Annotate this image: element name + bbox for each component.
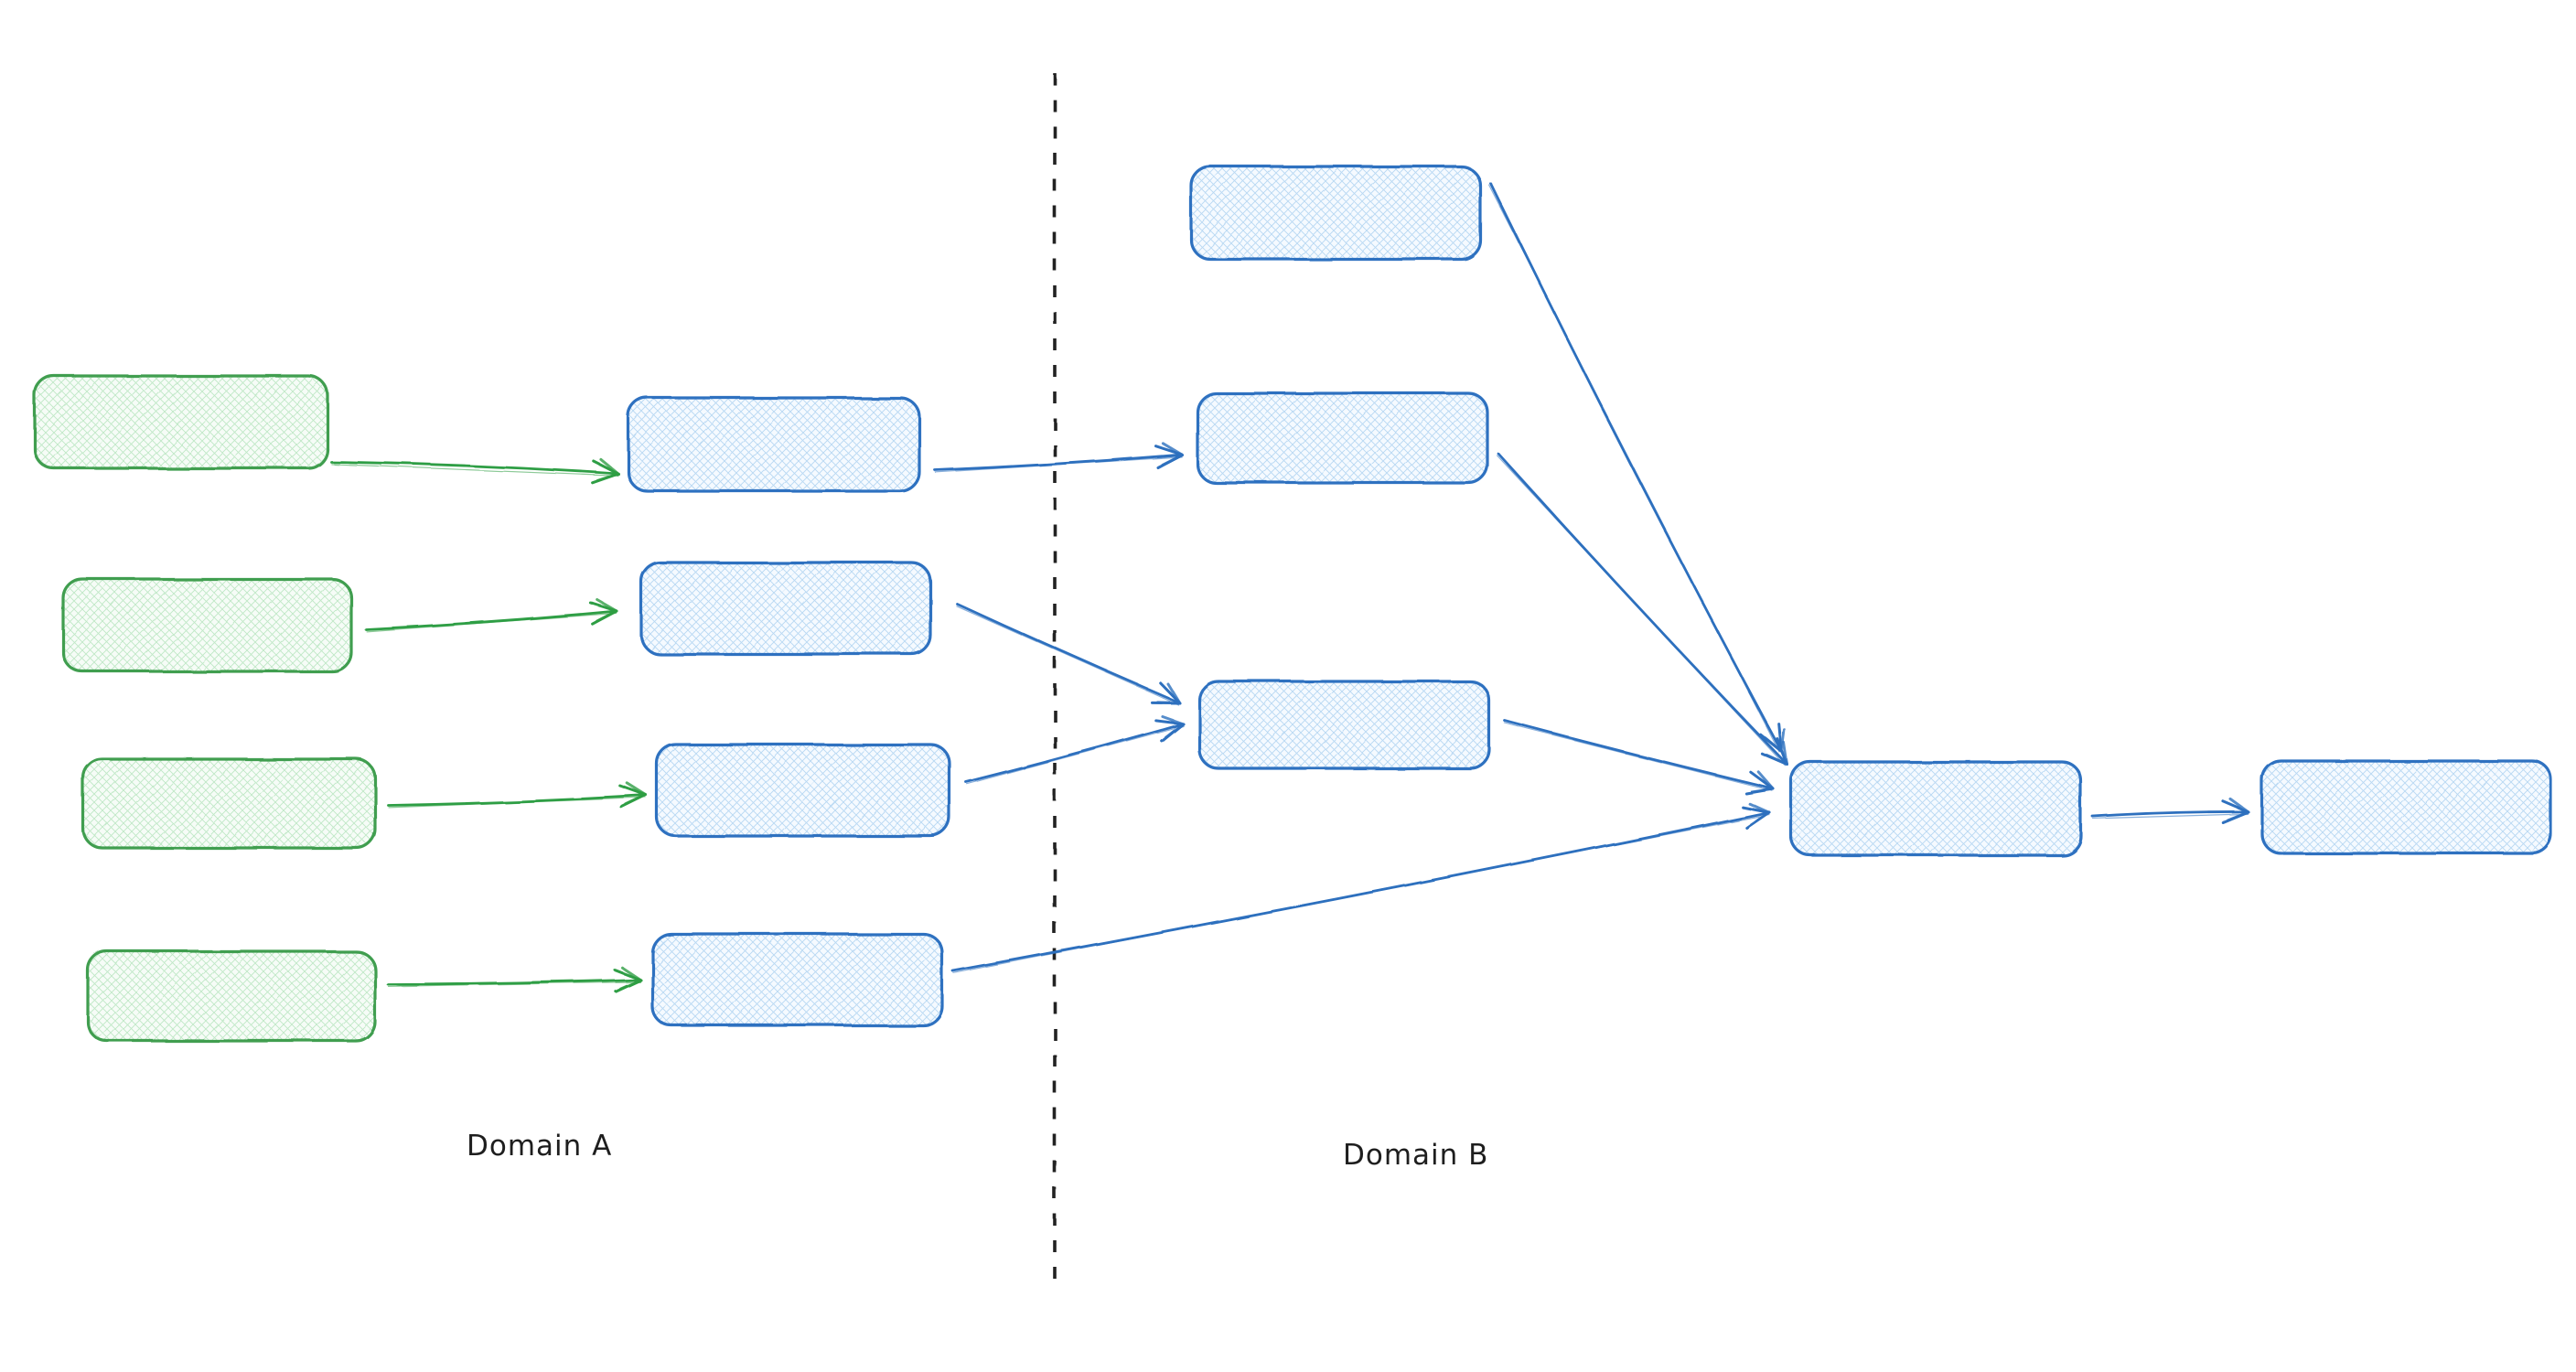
- edge-source2-to-a2-sketch-line: [366, 612, 617, 632]
- edge-a4-to-aggregator-sketch-line: [953, 813, 1770, 974]
- edge-b2-to-aggregator-line: [1497, 452, 1789, 766]
- edge-b3-to-aggregator-line: [1503, 719, 1775, 790]
- domain-a-node-2-box[interactable]: [639, 561, 932, 656]
- edge-a1-to-b2[interactable]: [933, 442, 1184, 473]
- edge-source3-to-a3[interactable]: [386, 781, 648, 809]
- edge-source1-to-a1-sketch-line: [330, 463, 618, 477]
- domain-a-source-4-box[interactable]: [86, 949, 377, 1043]
- edge-a1-to-b2-arrowhead-icon: [1161, 442, 1184, 466]
- edge-aggregator-to-output-arrowhead-icon: [2227, 798, 2250, 822]
- edge-source2-to-a2-arrowhead-icon: [596, 598, 618, 623]
- edge-a4-to-aggregator-arrowhead-icon: [1747, 801, 1771, 826]
- edge-b2-to-aggregator-arrowhead-icon: [1766, 741, 1789, 766]
- edge-a2-to-b3[interactable]: [955, 602, 1181, 705]
- edge-aggregator-to-output-line: [2091, 810, 2250, 819]
- edge-a4-to-aggregator[interactable]: [951, 801, 1771, 974]
- edge-b3-to-aggregator[interactable]: [1503, 719, 1775, 795]
- edge-source3-to-a3-arrowhead-icon: [624, 781, 648, 806]
- edge-source4-to-a4-arrowhead-icon: [618, 966, 642, 991]
- edge-a1-to-b2-line: [933, 453, 1184, 472]
- domain-a-source-3-box[interactable]: [81, 757, 377, 850]
- domain-b-output-box[interactable]: [2260, 759, 2553, 855]
- domain-a-source-1-box[interactable]: [33, 374, 329, 470]
- edge-a1-to-b2-sketch-line: [935, 456, 1183, 473]
- domain-a-node-4-box[interactable]: [650, 932, 944, 1027]
- domain-b-node-3-box[interactable]: [1197, 680, 1491, 770]
- domain-b-label[interactable]: Domain B: [1343, 1139, 1488, 1172]
- edge-b2-to-aggregator[interactable]: [1496, 452, 1789, 767]
- domain-a-label[interactable]: Domain A: [467, 1130, 612, 1163]
- edge-a3-to-b3-line: [964, 722, 1185, 784]
- edge-source2-to-a2-line: [364, 609, 618, 631]
- edge-source4-to-a4[interactable]: [386, 966, 642, 993]
- diagram-layer: [33, 73, 2553, 1279]
- edge-source1-to-a1-line: [329, 460, 620, 476]
- edge-b3-to-aggregator-sketch-line: [1504, 722, 1773, 791]
- domain-a-node-1-box[interactable]: [627, 396, 921, 493]
- edge-b1-to-aggregator[interactable]: [1487, 181, 1787, 754]
- edge-aggregator-to-output-sketch-line: [2093, 813, 2249, 820]
- edge-b2-to-aggregator-sketch-line: [1496, 455, 1787, 767]
- edge-a2-to-b3-sketch-line: [955, 605, 1179, 705]
- edge-source2-to-a2[interactable]: [364, 598, 618, 632]
- edge-a2-to-b3-line: [955, 602, 1181, 704]
- domain-b-node-1-box[interactable]: [1189, 165, 1482, 261]
- edge-aggregator-to-output[interactable]: [2091, 798, 2250, 824]
- edge-a3-to-b3-arrowhead-icon: [1160, 714, 1185, 739]
- edge-source1-to-a1-arrowhead-icon: [596, 458, 620, 482]
- edge-a4-to-aggregator-line: [951, 810, 1771, 973]
- edge-b3-to-aggregator-arrowhead-icon: [1749, 770, 1775, 793]
- edge-source3-to-a3-line: [386, 793, 648, 807]
- edge-source3-to-a3-sketch-line: [388, 796, 647, 808]
- edge-a2-to-b3-arrowhead-icon: [1155, 682, 1181, 704]
- edge-source4-to-a4-sketch-line: [388, 981, 641, 987]
- domain-b-aggregator-box[interactable]: [1789, 760, 2083, 857]
- edge-source4-to-a4-line: [386, 978, 642, 986]
- edge-a3-to-b3[interactable]: [964, 714, 1185, 785]
- domain-b-node-2-box[interactable]: [1196, 391, 1489, 485]
- edge-b1-to-aggregator-sketch-line: [1487, 183, 1781, 754]
- edge-b1-to-aggregator-line: [1488, 181, 1784, 754]
- domain-a-source-2-box[interactable]: [61, 577, 353, 673]
- domain-a-node-3-box[interactable]: [655, 743, 951, 838]
- edge-source1-to-a1[interactable]: [329, 458, 620, 485]
- edge-a3-to-b3-sketch-line: [966, 724, 1184, 785]
